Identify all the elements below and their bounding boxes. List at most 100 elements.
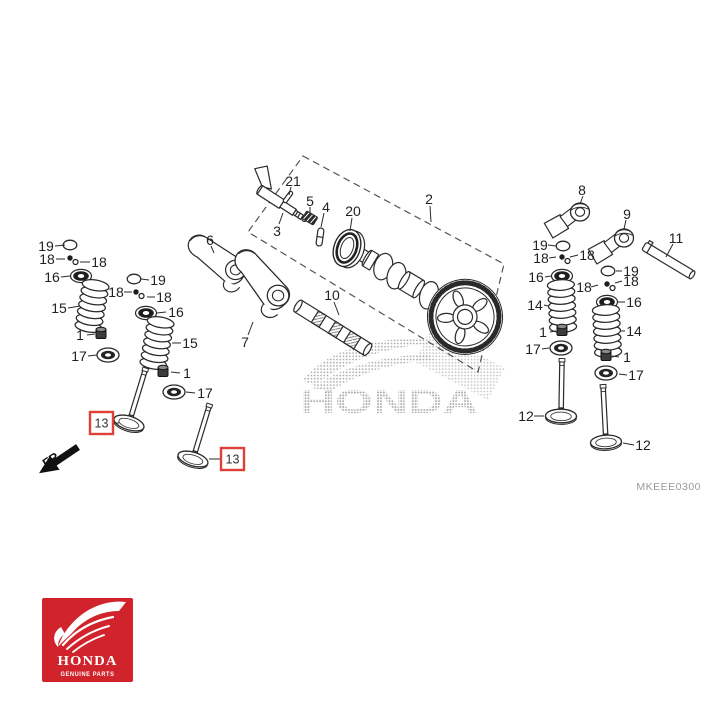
highlight-box xyxy=(88,410,115,436)
stem-seal-1 xyxy=(157,364,169,377)
part-callout-12: 12 xyxy=(518,408,534,424)
valve-13 xyxy=(111,362,162,437)
callout-leader-line xyxy=(579,195,584,205)
part-callout-21: 21 xyxy=(285,173,301,189)
callout-leader-line xyxy=(623,219,627,230)
bearing xyxy=(332,228,366,269)
right-valve-cluster xyxy=(544,240,623,452)
part-callout-18: 18 xyxy=(623,273,639,289)
valve-13 xyxy=(175,398,226,473)
part-callout-18: 18 xyxy=(39,251,55,267)
callout-leader-line xyxy=(611,355,620,358)
logo-brand-text: HONDA xyxy=(58,654,118,669)
part-callout-17: 17 xyxy=(628,367,644,383)
callout-leader-line xyxy=(333,301,340,316)
part-callout-20: 20 xyxy=(345,203,361,219)
part-callout-16: 16 xyxy=(168,304,184,320)
highlighted-callout-13: 13 xyxy=(226,453,240,467)
part-callout-15: 15 xyxy=(51,300,67,316)
callout-leader-line xyxy=(569,254,579,258)
stem-seal-1 xyxy=(556,323,568,336)
part-callout-19: 19 xyxy=(623,263,639,279)
highlighted-callout-13: 13 xyxy=(95,417,109,431)
rocker-shaft-10 xyxy=(293,299,373,356)
part-callout-19: 19 xyxy=(38,238,54,254)
part-callout-7: 7 xyxy=(241,334,249,350)
diagram-code: MKEEE0300 xyxy=(636,481,701,493)
part-callout-5: 5 xyxy=(306,193,314,209)
part-callout-14: 14 xyxy=(527,297,543,313)
highlight-box xyxy=(219,446,246,472)
part-callout-11: 11 xyxy=(669,230,684,246)
callout-leader-line xyxy=(185,391,196,394)
part-callout-19: 19 xyxy=(150,272,166,288)
part-callout-16: 16 xyxy=(44,269,60,285)
callout-leader-line xyxy=(54,244,66,247)
callout-leader-line xyxy=(278,212,284,225)
callout-leader-line xyxy=(590,284,599,288)
part-callout-17: 17 xyxy=(525,341,541,357)
callout-leader-line xyxy=(60,275,71,278)
callout-leader-line xyxy=(87,354,98,357)
part-callout-15: 15 xyxy=(182,335,198,351)
part-callout-2: 2 xyxy=(425,191,433,207)
pin-21 xyxy=(282,190,294,204)
part-callout-4: 4 xyxy=(322,199,330,215)
part-callout-16: 16 xyxy=(626,294,642,310)
rocker-shaft-3 xyxy=(254,165,308,223)
callout-leader-line xyxy=(288,186,292,196)
cotters-18 xyxy=(66,254,79,266)
callout-leader-line xyxy=(665,243,674,258)
part-callout-9: 9 xyxy=(623,206,631,222)
part-callout-18: 18 xyxy=(576,279,592,295)
part-callout-18: 18 xyxy=(108,284,124,300)
pin-4 xyxy=(315,227,325,247)
part-callout-1: 1 xyxy=(76,327,84,343)
callout-leader-line xyxy=(543,304,549,307)
fr-direction-arrow: FR. xyxy=(39,444,80,474)
part-callout-18: 18 xyxy=(579,247,595,263)
seat-washer-17 xyxy=(96,347,120,363)
retainer-19 xyxy=(62,239,78,251)
callout-leader-line xyxy=(140,278,150,281)
callout-leader-line xyxy=(547,244,557,247)
honda-wing-icon xyxy=(54,601,126,653)
callout-leader-line xyxy=(614,280,623,284)
left-valve-cluster xyxy=(62,239,226,473)
callout-leader-line xyxy=(67,305,81,309)
cotters-18 xyxy=(558,253,571,265)
spring-5 xyxy=(302,210,318,226)
part-callout-1: 1 xyxy=(623,349,631,365)
rocker-arm-7 xyxy=(225,247,297,321)
camshaft-assembly xyxy=(352,246,504,355)
seat-washer-17 xyxy=(549,340,573,356)
callout-leader-line xyxy=(210,245,215,254)
honda-logo-badge: HONDA GENUINE PARTS xyxy=(42,598,133,682)
callout-leader-line xyxy=(429,205,432,223)
part-callout-12: 12 xyxy=(635,437,651,453)
stem-seal-1 xyxy=(600,348,612,361)
part-callout-1: 1 xyxy=(183,365,191,381)
callout-leader-line xyxy=(544,275,552,278)
cotters-18 xyxy=(603,280,616,292)
retainer-19 xyxy=(126,273,142,285)
callout-leader-line xyxy=(86,333,96,336)
part-callout-18: 18 xyxy=(156,289,172,305)
cotters-18 xyxy=(132,288,145,300)
callout-leader-line xyxy=(548,256,557,259)
stem-seal-1 xyxy=(95,326,107,339)
callout-leader-line xyxy=(349,217,353,232)
part-callout-1: 1 xyxy=(539,324,547,340)
highlighted-callouts: 13 13 xyxy=(88,410,246,472)
part-callout-14: 14 xyxy=(626,323,642,339)
honda-watermark: HONDA xyxy=(300,330,505,420)
rocker-shaft-11 xyxy=(641,240,696,280)
callout-leader-line xyxy=(156,311,167,314)
part-callout-17: 17 xyxy=(71,348,87,364)
part-callout-19: 19 xyxy=(532,237,548,253)
valve-12 xyxy=(544,357,579,426)
seat-washer-17 xyxy=(594,365,618,381)
part-callout-3: 3 xyxy=(273,223,281,239)
part-callout-18: 18 xyxy=(91,254,107,270)
rocker-arm-8 xyxy=(543,202,592,239)
